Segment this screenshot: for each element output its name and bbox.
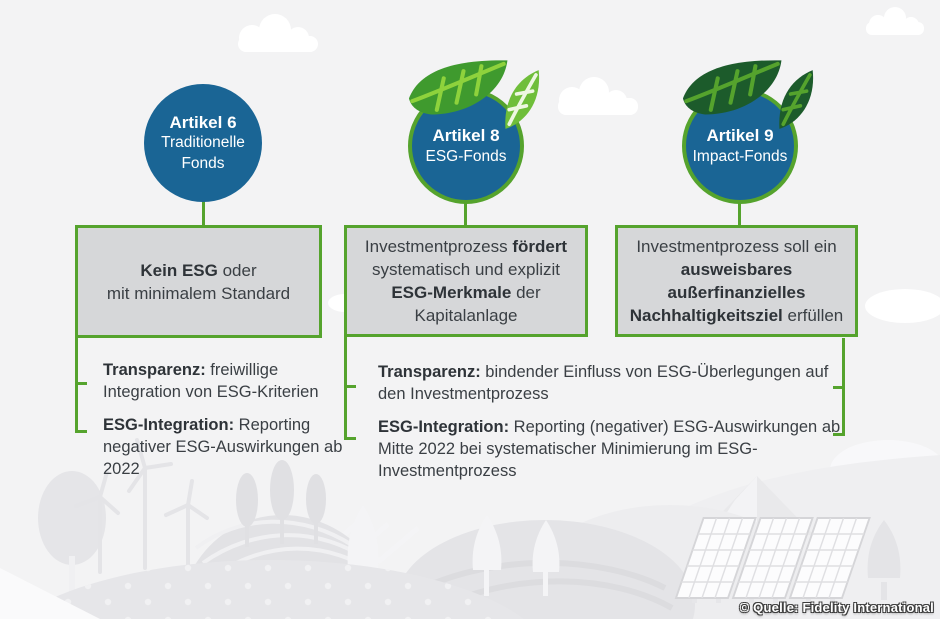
- badge-title: Artikel 8: [432, 126, 500, 146]
- artikel-6-badge: Artikel 6 Traditionelle Fonds: [144, 84, 262, 202]
- tree-silhouette: [867, 520, 901, 600]
- connector-line: [738, 200, 741, 227]
- connector-line: [202, 198, 205, 227]
- badge-subtitle: Traditionelle Fonds: [161, 134, 245, 172]
- badge-subtitle: ESG-Fonds: [425, 147, 507, 165]
- bracket-tick: [347, 385, 356, 388]
- artikel-6-notes: Transparenz: freiwillige Integration von…: [103, 359, 351, 491]
- bracket-tick: [78, 382, 87, 385]
- bracket-tick: [833, 386, 842, 389]
- note-item: ESG-Integration: Reporting (negativer) E…: [378, 418, 841, 480]
- leaf-icon: [408, 60, 508, 115]
- bracket-tick: [347, 437, 356, 440]
- cloud-icon: [865, 289, 940, 323]
- bracket-tick: [78, 430, 87, 433]
- bracket-line: [75, 338, 78, 433]
- connector-line: [464, 200, 467, 227]
- light-wedge: [0, 568, 100, 619]
- source-credit: © Quelle: Fidelity International: [739, 600, 934, 615]
- tree-silhouette: [38, 471, 106, 602]
- badge-subtitle: Impact-Fonds: [692, 147, 788, 165]
- note-item: ESG-Integration: Reporting negativer ESG…: [103, 416, 343, 478]
- badge-title: Artikel 6: [169, 113, 237, 133]
- cloud-icon: [238, 14, 318, 52]
- bracket-line: [344, 337, 347, 440]
- dotted-hill: [16, 560, 524, 619]
- cloud-icon: [558, 77, 638, 115]
- artikel-8-9-notes: Transparenz: bindender Einfluss von ESG-…: [378, 361, 846, 493]
- bracket-line: [842, 338, 845, 436]
- badge-title: Artikel 9: [706, 126, 774, 146]
- leaf-icon: [682, 60, 782, 115]
- tree-silhouette: [347, 505, 560, 598]
- wind-turbine-icon: [74, 438, 209, 577]
- bracket-tick: [833, 433, 842, 436]
- cypress-tree: [236, 460, 326, 547]
- leaf-icon: [779, 70, 814, 129]
- note-item: Transparenz: bindender Einfluss von ESG-…: [378, 363, 829, 403]
- leaf-icon: [505, 70, 540, 129]
- cloud-icon: [866, 7, 924, 35]
- note-item: Transparenz: freiwillige Integration von…: [103, 361, 319, 401]
- solar-panel-icon: [674, 517, 871, 603]
